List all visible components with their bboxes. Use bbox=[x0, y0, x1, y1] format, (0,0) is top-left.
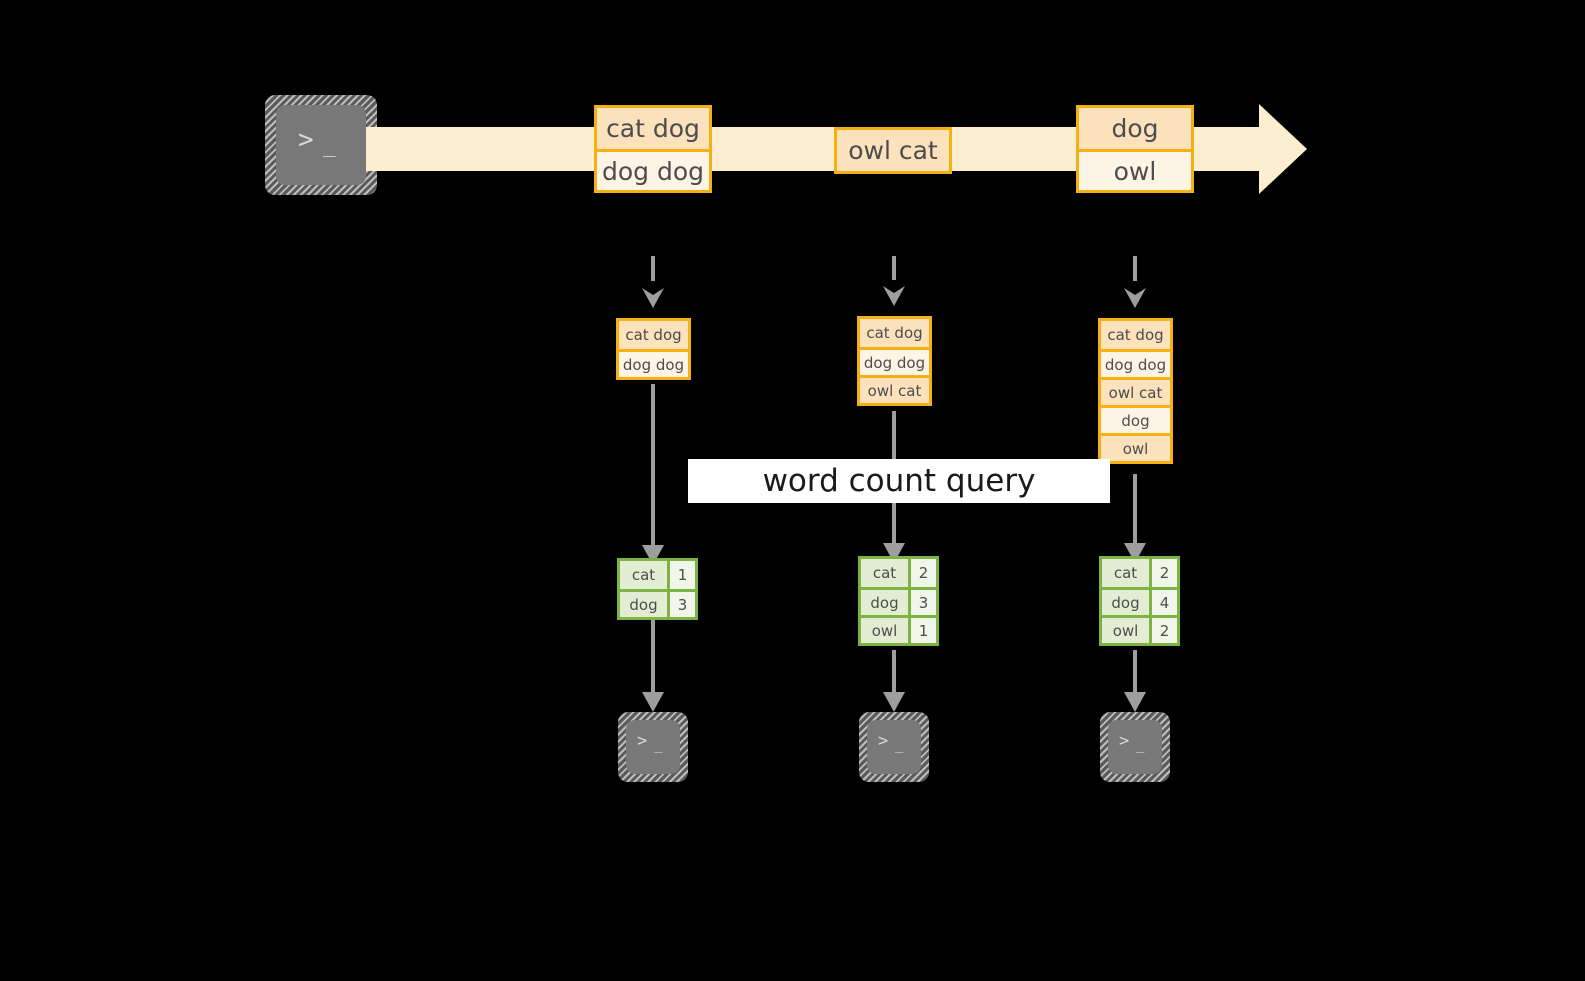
stream-event-box[interactable]: dog owl bbox=[1076, 105, 1194, 193]
table-row: owl 1 bbox=[861, 615, 936, 643]
result-count: 1 bbox=[908, 618, 936, 643]
table-row: dog 3 bbox=[620, 589, 695, 617]
snapshot-input-line: dog bbox=[1101, 405, 1170, 433]
snapshot-input-line: owl bbox=[1101, 433, 1170, 461]
terminal-body bbox=[1108, 720, 1162, 774]
snapshot-tap-arrowhead-icon bbox=[1124, 288, 1146, 308]
stream-event-box[interactable]: owl cat bbox=[834, 127, 952, 174]
result-word: dog bbox=[1102, 590, 1149, 615]
result-count: 2 bbox=[1149, 559, 1177, 587]
stream-event-line: owl bbox=[1079, 149, 1191, 190]
stream-event-line: cat dog bbox=[597, 108, 709, 149]
snapshot-input-stack[interactable]: cat dog dog dog bbox=[616, 318, 691, 380]
terminal-body bbox=[626, 720, 680, 774]
snapshot-input-line: owl cat bbox=[860, 375, 929, 403]
snapshot-tap-connector bbox=[651, 256, 655, 298]
result-word: dog bbox=[620, 592, 667, 617]
snapshot-sink-terminal-icon[interactable]: > _ bbox=[618, 712, 688, 782]
table-row: cat 2 bbox=[861, 559, 936, 587]
snapshot-input-line: dog dog bbox=[619, 349, 688, 377]
snapshot-input-stack[interactable]: cat dog dog dog owl cat bbox=[857, 316, 932, 406]
terminal-cursor-glyph: _ bbox=[323, 133, 337, 157]
result-count: 2 bbox=[1149, 618, 1177, 643]
query-label-text: word count query bbox=[762, 463, 1036, 499]
result-count: 2 bbox=[908, 559, 936, 587]
query-connector bbox=[651, 384, 655, 559]
terminal-cursor-glyph: _ bbox=[1136, 737, 1145, 753]
result-word: cat bbox=[620, 561, 667, 589]
terminal-prompt-glyph: > bbox=[637, 731, 648, 751]
snapshot-input-line: dog dog bbox=[1101, 349, 1170, 377]
snapshot-tap-arrowhead-icon bbox=[642, 288, 664, 308]
result-word: owl bbox=[1102, 618, 1149, 643]
terminal-prompt-glyph: > bbox=[878, 731, 889, 751]
result-word: dog bbox=[861, 590, 908, 615]
snapshot-input-line: cat dog bbox=[1101, 321, 1170, 349]
result-table[interactable]: cat 1 dog 3 bbox=[617, 558, 698, 620]
terminal-prompt-glyph: > bbox=[298, 125, 315, 155]
table-row: dog 4 bbox=[1102, 587, 1177, 615]
result-count: 3 bbox=[908, 590, 936, 615]
sink-connector-arrowhead-icon bbox=[642, 692, 664, 712]
snapshot-sink-terminal-icon[interactable]: > _ bbox=[1100, 712, 1170, 782]
snapshot-tap-arrowhead-icon bbox=[883, 286, 905, 306]
result-count: 1 bbox=[667, 561, 695, 589]
snapshot-input-line: cat dog bbox=[860, 319, 929, 347]
snapshot-input-stack[interactable]: cat dog dog dog owl cat dog owl bbox=[1098, 318, 1173, 464]
result-word: cat bbox=[1102, 559, 1149, 587]
table-row: cat 2 bbox=[1102, 559, 1177, 587]
terminal-body bbox=[276, 105, 366, 185]
sink-connector bbox=[1133, 650, 1137, 696]
terminal-body bbox=[867, 720, 921, 774]
query-connector bbox=[1133, 474, 1137, 557]
stream-event-line: owl cat bbox=[837, 130, 949, 171]
table-row: dog 3 bbox=[861, 587, 936, 615]
stream-event-line: dog dog bbox=[597, 149, 709, 190]
stream-source-terminal-icon[interactable]: > _ bbox=[265, 95, 377, 195]
result-table[interactable]: cat 2 dog 4 owl 2 bbox=[1099, 556, 1180, 646]
sink-connector bbox=[892, 650, 896, 696]
snapshot-input-line: cat dog bbox=[619, 321, 688, 349]
result-count: 4 bbox=[1149, 590, 1177, 615]
terminal-prompt-glyph: > bbox=[1119, 731, 1130, 751]
snapshot-input-line: owl cat bbox=[1101, 377, 1170, 405]
sink-connector-arrowhead-icon bbox=[1124, 692, 1146, 712]
snapshot-sink-terminal-icon[interactable]: > _ bbox=[859, 712, 929, 782]
stream-arrowhead-icon bbox=[1259, 104, 1307, 194]
terminal-cursor-glyph: _ bbox=[895, 737, 904, 753]
sink-connector bbox=[651, 620, 655, 696]
query-label-band: word count query bbox=[688, 459, 1110, 503]
snapshot-tap-connector bbox=[1133, 256, 1137, 298]
table-row: cat 1 bbox=[620, 561, 695, 589]
snapshot-tap-connector bbox=[892, 256, 896, 296]
table-row: owl 2 bbox=[1102, 615, 1177, 643]
result-word: owl bbox=[861, 618, 908, 643]
result-count: 3 bbox=[667, 592, 695, 617]
result-table[interactable]: cat 2 dog 3 owl 1 bbox=[858, 556, 939, 646]
stream-event-line: dog bbox=[1079, 108, 1191, 149]
terminal-cursor-glyph: _ bbox=[654, 737, 663, 753]
result-word: cat bbox=[861, 559, 908, 587]
stream-event-box[interactable]: cat dog dog dog bbox=[594, 105, 712, 193]
sink-connector-arrowhead-icon bbox=[883, 692, 905, 712]
snapshot-input-line: dog dog bbox=[860, 347, 929, 375]
